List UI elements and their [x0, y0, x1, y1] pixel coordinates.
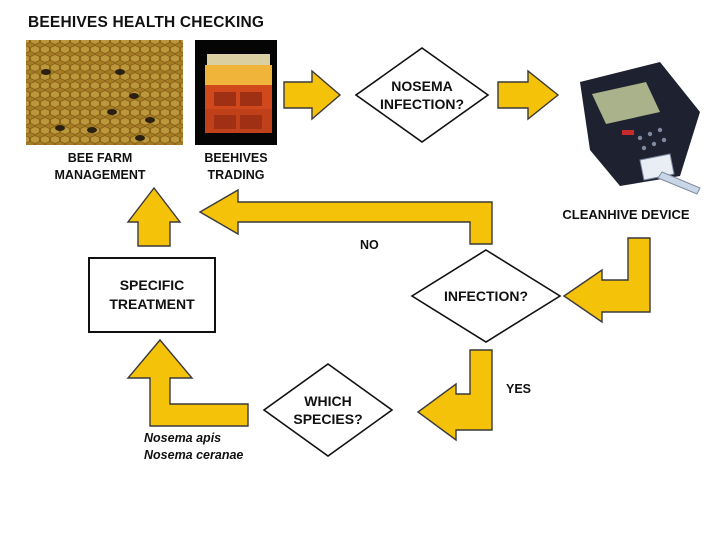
- arrow-farm-up: [126, 186, 182, 247]
- bee-icon: [87, 127, 97, 133]
- bee-icon: [115, 69, 125, 75]
- species-item: Nosema ceranae: [144, 448, 244, 462]
- species-item: Nosema apis: [144, 431, 222, 445]
- decision-nosema-text: NOSEMA INFECTION?: [380, 78, 464, 112]
- arrow-device-to-infection: [562, 237, 651, 324]
- bee-icon: [129, 93, 139, 99]
- beehives-trading-label: BEEHIVES TRADING: [204, 151, 268, 182]
- cleanhive-device-icon: [580, 62, 701, 195]
- beehive-photo: [195, 40, 277, 145]
- bee-icon: [41, 69, 51, 75]
- bee-farm-label: BEE FARM MANAGEMENT: [54, 151, 146, 182]
- arrow-species-to-treatment: [126, 338, 249, 427]
- specific-treatment-box: SPECIFIC TREATMENT: [88, 257, 216, 333]
- bee-farm-photo: [26, 40, 183, 145]
- arrow-no-to-farm: [198, 188, 493, 245]
- decision-nosema-shape: [354, 47, 490, 143]
- page-title: BEEHIVES HEALTH CHECKING: [28, 14, 265, 31]
- edge-label-yes: YES: [506, 382, 532, 396]
- arrow-yes-to-species: [416, 349, 493, 442]
- bee-icon: [145, 117, 155, 123]
- species-list: Nosema apis Nosema ceranae: [144, 430, 243, 464]
- decision-infection-text: INFECTION?: [444, 288, 528, 304]
- bee-icon: [107, 109, 117, 115]
- decision-infection-shape: [410, 249, 562, 343]
- cleanhive-device-label: CLEANHIVE DEVICE: [562, 207, 690, 222]
- decision-species-text: WHICH SPECIES?: [293, 393, 363, 427]
- arrow-trading-to-nosema: [283, 69, 342, 121]
- bee-icon: [135, 135, 145, 141]
- arrow-nosema-to-device: [497, 69, 560, 121]
- edge-label-no: NO: [360, 238, 379, 252]
- bee-icon: [55, 125, 65, 131]
- decision-species-shape: [262, 363, 394, 457]
